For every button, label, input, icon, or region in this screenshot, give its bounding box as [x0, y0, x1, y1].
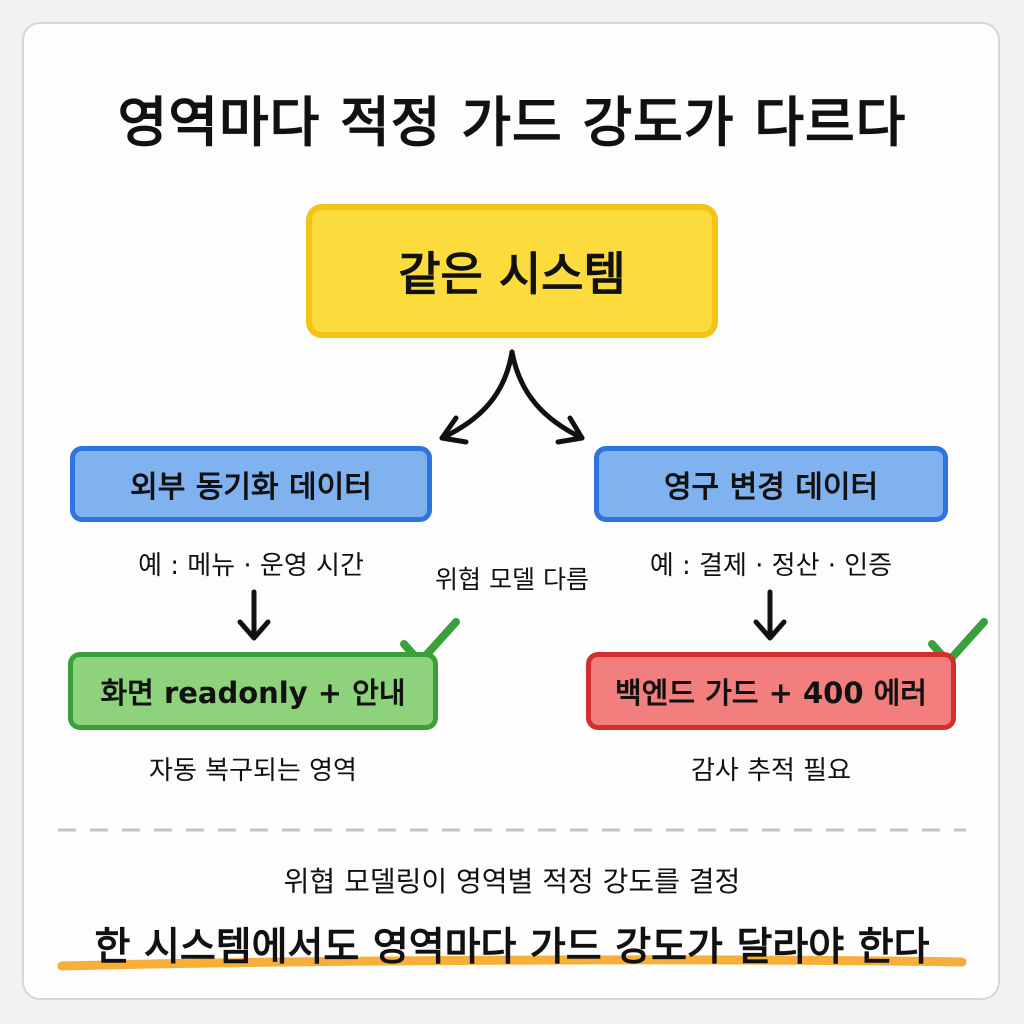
- bottom-note: 위협 모델링이 영역별 적정 강도를 결정: [283, 865, 741, 898]
- left-caption: 자동 복구되는 영역: [149, 756, 357, 786]
- right-caption: 감사 추적 필요: [690, 756, 852, 786]
- root-system-box: 같은 시스템: [306, 204, 718, 338]
- permanent-change-data-box: 영구 변경 데이터: [594, 446, 948, 522]
- external-sync-data-box: 외부 동기화 데이터: [70, 446, 432, 522]
- right-example: 예 : 결제 · 정산 · 인증: [649, 551, 893, 581]
- left-example: 예 : 메뉴 · 운영 시간: [138, 551, 364, 581]
- readonly-guard-box: 화면 readonly + 안내: [68, 652, 438, 730]
- middle-note: 위협 모델 다름: [435, 565, 589, 594]
- page-title: 영역마다 적정 가드 강도가 다르다: [117, 91, 907, 154]
- conclusion: 한 시스템에서도 영역마다 가드 강도가 달라야 한다: [94, 925, 930, 970]
- backend-guard-box: 백엔드 가드 + 400 에러: [586, 652, 956, 730]
